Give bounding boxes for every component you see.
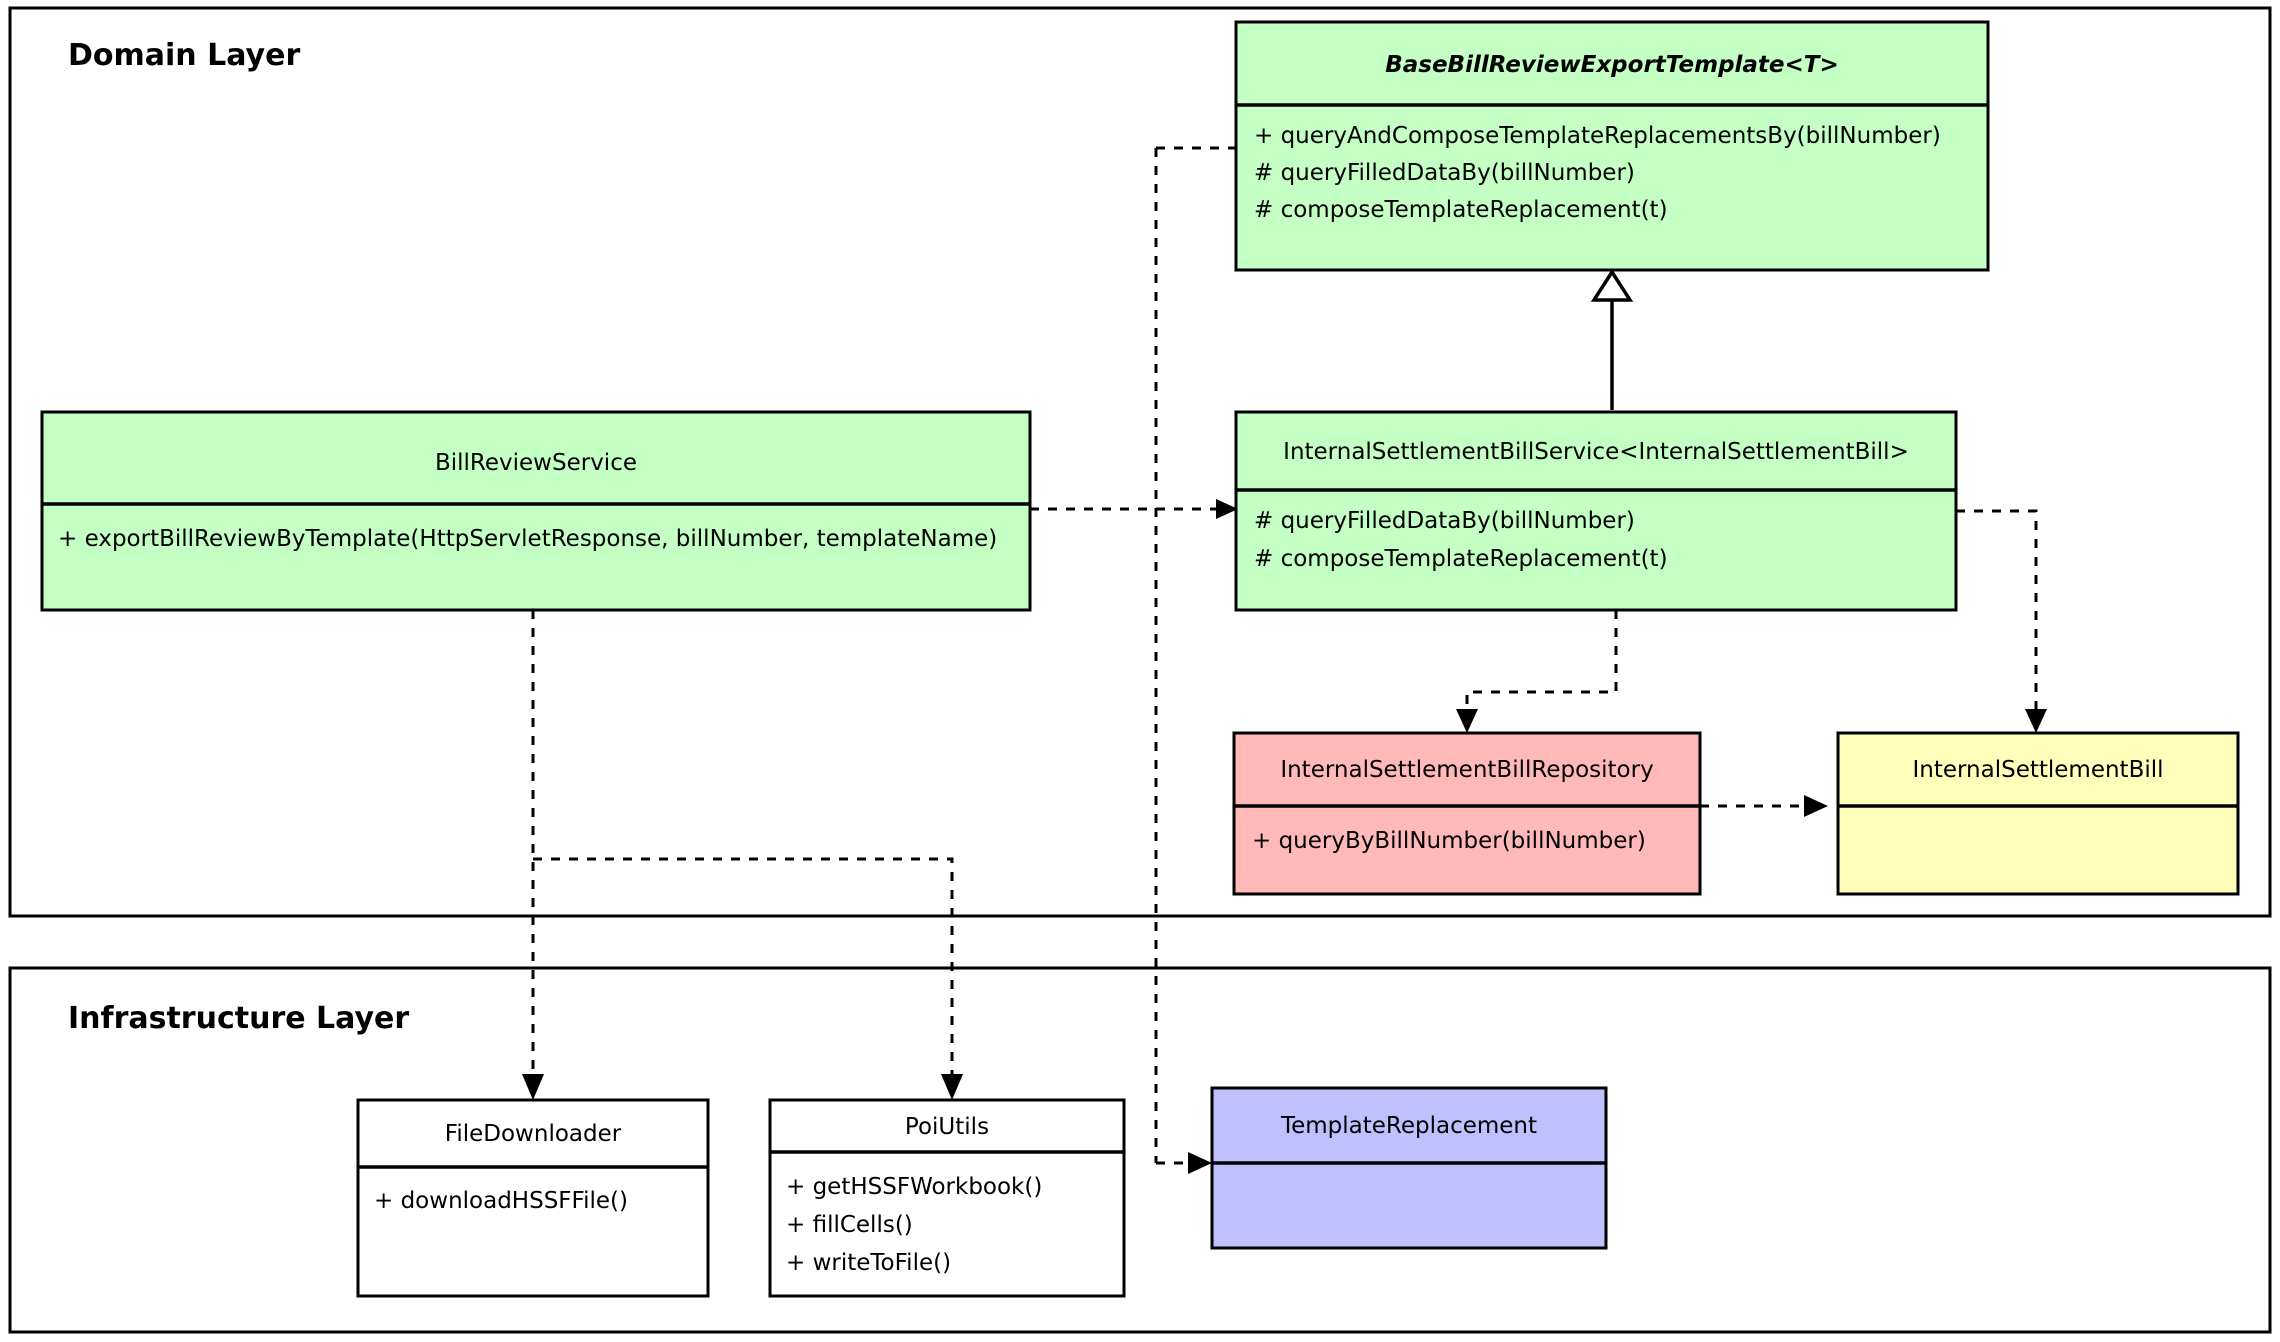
class-member-poi-utils-1: + fillCells()	[786, 1212, 913, 1238]
relation-to-template-replacement	[1156, 1152, 1212, 1174]
class-member-base-template-1: # queryFilledDataBy(billNumber)	[1254, 160, 1635, 186]
class-member-bill-review-service-0: + exportBillReviewByTemplate(HttpServlet…	[58, 526, 997, 552]
class-member-poi-utils-0: + getHSSFWorkbook()	[786, 1174, 1042, 1200]
arrowhead-service-to-impl	[1216, 499, 1238, 519]
arrowhead-template-replacement	[1188, 1152, 1212, 1174]
class-name-internal-settlement-bill-repository: InternalSettlementBillRepository	[1280, 757, 1653, 783]
class-box-internal-settlement-bill-repository-body	[1232, 731, 1702, 896]
class-name-bill-review-service: BillReviewService	[435, 450, 637, 476]
relation-service-to-filedownloader	[522, 610, 544, 1100]
relation-impl-to-bill	[1956, 509, 2047, 733]
class-box-poi-utils[interactable]: PoiUtils + getHSSFWorkbook() + fillCells…	[768, 1098, 1126, 1298]
class-member-base-template-2: # composeTemplateReplacement(t)	[1254, 197, 1668, 223]
class-box-internal-settlement-bill[interactable]: InternalSettlementBill	[1836, 731, 2240, 896]
class-name-poi-utils: PoiUtils	[905, 1114, 989, 1140]
class-member-file-downloader-0: + downloadHSSFFile()	[374, 1188, 628, 1214]
relation-service-to-impl	[1030, 499, 1238, 519]
layer-title-infrastructure: Infrastructure Layer	[68, 1001, 409, 1036]
relation-service-to-poiutils	[533, 857, 963, 1100]
class-box-template-replacement-body	[1210, 1086, 1608, 1250]
class-box-file-downloader-body	[356, 1098, 710, 1298]
class-box-file-downloader[interactable]: FileDownloader + downloadHSSFFile()	[356, 1098, 710, 1298]
arrowhead-repository-to-bill	[1804, 795, 1828, 817]
class-name-template-replacement: TemplateReplacement	[1280, 1113, 1537, 1139]
relation-inheritance	[1590, 268, 1634, 410]
class-name-file-downloader: FileDownloader	[445, 1121, 622, 1147]
class-box-bill-review-service-body	[40, 410, 1032, 612]
class-box-poi-utils-body	[768, 1098, 1126, 1298]
class-box-internal-settlement-bill-body	[1836, 731, 2240, 896]
layer-title-domain: Domain Layer	[68, 38, 300, 73]
class-box-bill-review-service[interactable]: BillReviewService + exportBillReviewByTe…	[40, 410, 1032, 612]
class-name-internal-settlement-bill: InternalSettlementBill	[1912, 757, 2163, 783]
class-box-internal-settlement-bill-service-body	[1234, 410, 1958, 612]
class-name-base-template: BaseBillReviewExportTemplate<T>	[1385, 52, 1839, 78]
class-member-internal-settlement-bill-repository-0: + queryByBillNumber(billNumber)	[1252, 828, 1646, 854]
class-box-base-template-body	[1234, 20, 1990, 272]
arrowhead-generalization	[1590, 268, 1634, 302]
arrowhead-impl-to-bill	[2025, 709, 2047, 733]
relation-repository-to-bill	[1700, 795, 1828, 817]
arrowhead-impl-to-repository	[1456, 709, 1478, 733]
class-member-internal-settlement-bill-service-1: # composeTemplateReplacement(t)	[1254, 546, 1668, 572]
arrowhead-filedownloader	[522, 1074, 544, 1100]
class-member-base-template-0: + queryAndComposeTemplateReplacementsBy(…	[1254, 123, 1941, 149]
class-box-internal-settlement-bill-service[interactable]: InternalSettlementBillService<InternalSe…	[1234, 410, 1958, 612]
relation-impl-to-repository	[1456, 610, 1618, 733]
class-member-internal-settlement-bill-service-0: # queryFilledDataBy(billNumber)	[1254, 508, 1635, 534]
class-box-internal-settlement-bill-repository[interactable]: InternalSettlementBillRepository + query…	[1232, 731, 1702, 896]
class-member-poi-utils-2: + writeToFile()	[786, 1250, 951, 1276]
class-box-template-replacement[interactable]: TemplateReplacement	[1210, 1086, 1608, 1250]
class-box-base-template[interactable]: BaseBillReviewExportTemplate<T> + queryA…	[1234, 20, 1990, 272]
class-name-internal-settlement-bill-service: InternalSettlementBillService<InternalSe…	[1283, 439, 1909, 465]
arrowhead-poiutils	[941, 1074, 963, 1100]
